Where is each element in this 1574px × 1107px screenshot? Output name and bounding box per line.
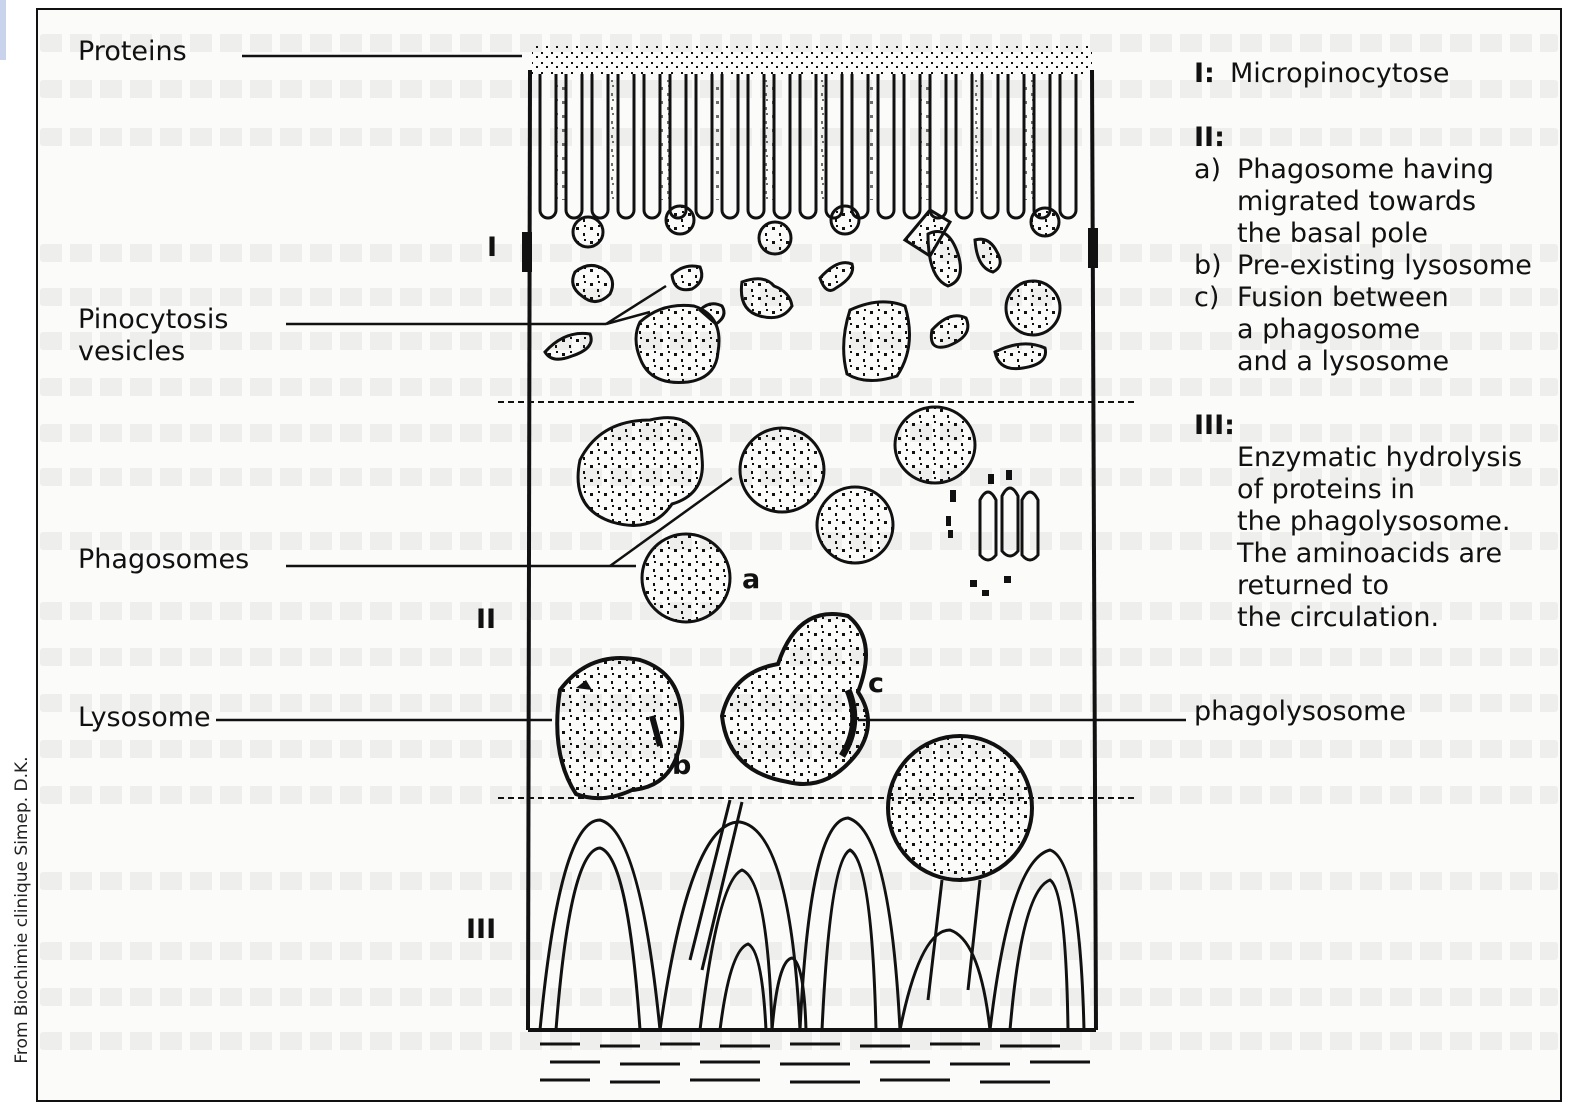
- pinocytosis-vesicles: [545, 232, 1060, 383]
- letter-b: b: [672, 750, 691, 782]
- tight-junction-right: [1088, 228, 1098, 268]
- basal-phagolysosome: [888, 736, 1032, 880]
- label-proteins: Proteins: [78, 36, 187, 68]
- fusion-phagolysosome: [722, 614, 868, 784]
- label-pinocytosis-vesicles: Pinocytosis vesicles: [78, 304, 228, 368]
- basement-membrane: [540, 1044, 1090, 1082]
- legend-II-b-text: Pre-existing lysosome: [1237, 250, 1532, 282]
- legend-II-c-text: Fusion between a phagosome and a lysosom…: [1237, 282, 1449, 378]
- tight-junction-left: [522, 232, 532, 272]
- letter-c: c: [868, 668, 884, 700]
- zone-label-III: III: [466, 914, 496, 946]
- legend-II-a-text: Phagosome having migrated towards the ba…: [1237, 154, 1494, 250]
- legend-II-title: II:: [1194, 122, 1225, 154]
- letter-a: a: [742, 564, 760, 596]
- lysosome-shape: [557, 658, 682, 798]
- protein-particles: [532, 46, 1092, 74]
- source-credit: From Biochimie clinique Simep. D.K.: [12, 720, 32, 1100]
- microvilli: [540, 74, 1076, 218]
- zone-label-II: II: [476, 604, 496, 636]
- phagosomes: [578, 407, 975, 622]
- label-lysosome: Lysosome: [78, 702, 211, 734]
- legend-II-a-key: a): [1194, 154, 1221, 186]
- label-phagolysosome: phagolysosome: [1194, 696, 1406, 728]
- legend-III-title: III:: [1194, 410, 1235, 442]
- legend-II-c-key: c): [1194, 282, 1219, 314]
- microvilli-interior: [556, 80, 1034, 200]
- zone-label-I: I: [487, 232, 497, 264]
- legend-III-text: Enzymatic hydrolysis of proteins in the …: [1237, 442, 1522, 634]
- legend-I-title: I:: [1194, 58, 1215, 90]
- legend-I-text: Micropinocytose: [1230, 58, 1450, 90]
- legend-II-b-key: b): [1194, 250, 1222, 282]
- label-phagosomes: Phagosomes: [78, 544, 249, 576]
- phagolysosome-remnants: [980, 488, 1038, 560]
